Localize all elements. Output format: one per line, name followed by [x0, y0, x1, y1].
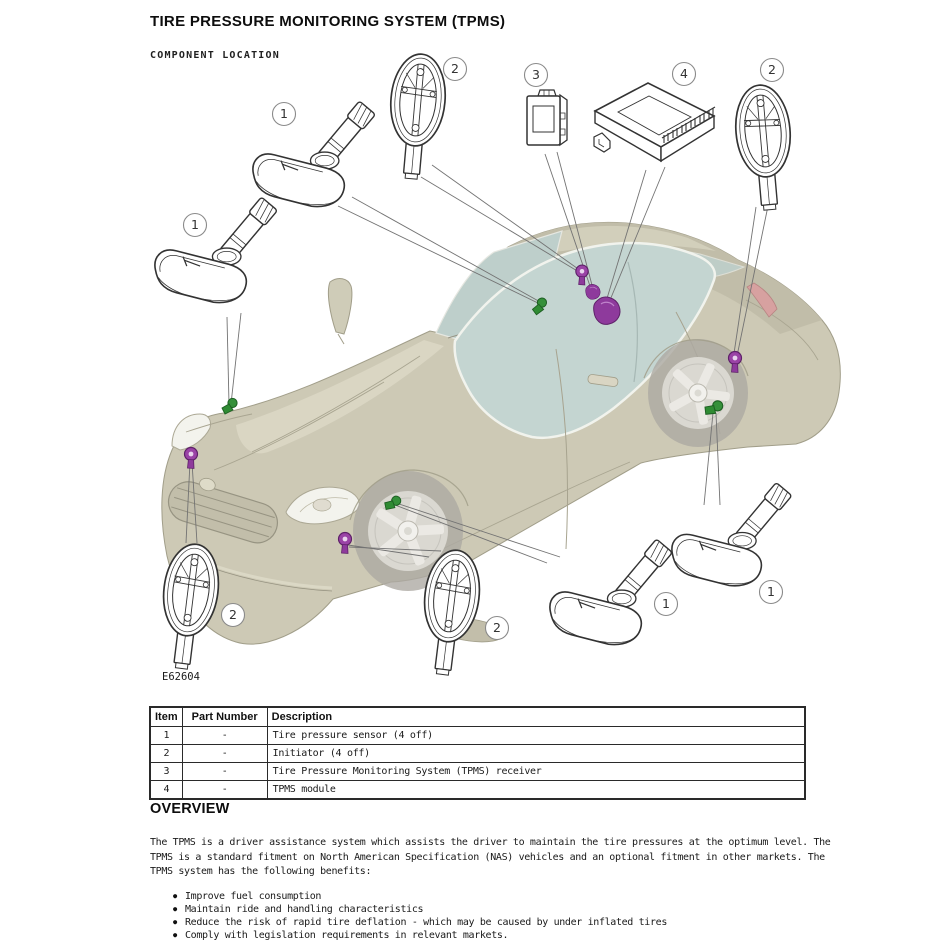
component-table: Item Part Number Description 1 - Tire pr…	[149, 706, 807, 800]
table-row: 3 - Tire Pressure Monitoring System (TPM…	[149, 762, 806, 781]
table-row: 4 - TPMS module	[149, 780, 806, 800]
col-header-part-number: Part Number	[181, 706, 268, 727]
svg-text:2: 2	[768, 62, 776, 77]
section-heading: COMPONENT LOCATION	[150, 50, 280, 61]
callout: 4	[671, 61, 697, 87]
svg-text:1: 1	[191, 217, 199, 232]
bullet-icon: ●	[173, 931, 177, 939]
component-location-diagram: 1 2 3 4 2 1 2	[153, 50, 841, 683]
cell-description: Tire Pressure Monitoring System (TPMS) r…	[266, 762, 806, 781]
cell-part-number: -	[181, 762, 268, 781]
tire-pressure-sensor-top	[252, 100, 377, 208]
col-header-description: Description	[266, 706, 806, 727]
list-item: ● Reduce the risk of rapid tire deflatio…	[173, 916, 667, 929]
table-row: 1 - Tire pressure sensor (4 off)	[149, 726, 806, 745]
door-mirror	[327, 278, 353, 335]
bullet-text: Comply with legislation requirements in …	[185, 930, 509, 941]
initiator-top	[383, 50, 450, 182]
table-header-row: Item Part Number Description	[149, 706, 806, 727]
callout: 2	[442, 56, 468, 82]
callout: 3	[523, 62, 549, 88]
svg-text:1: 1	[767, 584, 775, 599]
svg-text:2: 2	[493, 620, 501, 635]
svg-text:1: 1	[280, 106, 288, 121]
cell-item: 3	[149, 762, 183, 781]
paragraph-line: TPMS system has the following benefits:	[150, 866, 372, 878]
svg-text:2: 2	[451, 61, 459, 76]
col-header-item: Item	[149, 706, 183, 727]
list-item: ● Maintain ride and handling characteris…	[173, 903, 667, 916]
callout: 1	[271, 101, 297, 127]
svg-text:1: 1	[662, 596, 670, 611]
cell-description: Initiator (4 off)	[266, 744, 806, 763]
svg-text:3: 3	[532, 67, 540, 82]
receiver-marker	[585, 284, 601, 300]
callout: 1	[653, 591, 679, 617]
cell-item: 1	[149, 726, 183, 745]
grille	[167, 477, 278, 544]
side-window	[453, 241, 717, 440]
bullet-icon: ●	[173, 905, 177, 913]
initiator-bottom-left	[153, 540, 225, 673]
callout: 1	[758, 579, 784, 605]
leader-lines	[185, 151, 769, 564]
tire-pressure-sensor-left	[154, 196, 279, 304]
module-marker	[593, 296, 621, 325]
paragraph-line: TPMS is a standard fitment on North Amer…	[150, 851, 825, 863]
list-item: ● Comply with legislation requirements i…	[173, 929, 667, 942]
tpms-module	[593, 82, 716, 162]
benefits-list: ● Improve fuel consumption ● Maintain ri…	[173, 890, 667, 942]
figure-code: E62604	[162, 671, 200, 683]
bullet-icon: ●	[173, 892, 177, 900]
callout: 2	[759, 57, 785, 83]
callout: 1	[182, 212, 208, 238]
callout: 2	[220, 602, 246, 628]
callout: 2	[484, 615, 510, 641]
table-row: 2 - Initiator (4 off)	[149, 744, 806, 763]
cell-part-number: -	[181, 744, 268, 763]
vehicle-illustration	[161, 221, 841, 645]
tpms-receiver	[526, 89, 568, 146]
cell-part-number: -	[181, 780, 268, 800]
tire-pressure-sensor-bottom-right	[671, 481, 793, 587]
bullet-text: Maintain ride and handling characteristi…	[185, 904, 424, 915]
svg-text:4: 4	[680, 66, 688, 81]
bullet-icon: ●	[173, 918, 177, 926]
paragraph-line: The TPMS is a driver assistance system w…	[150, 837, 831, 848]
cell-item: 4	[149, 780, 183, 800]
page-title: TIRE PRESSURE MONITORING SYSTEM (TPMS)	[150, 13, 506, 30]
initiator-top-right	[731, 81, 798, 213]
cell-description: TPMS module	[266, 780, 806, 800]
bullet-text: Improve fuel consumption	[185, 891, 322, 902]
overview-heading: OVERVIEW	[150, 801, 230, 817]
overview-paragraph: The TPMS is a driver assistance system w…	[150, 836, 831, 880]
cell-item: 2	[149, 744, 183, 763]
list-item: ● Improve fuel consumption	[173, 890, 667, 903]
cell-part-number: -	[181, 726, 268, 745]
callouts: 1 2 3 4 2 1 2	[182, 56, 785, 641]
tire-pressure-sensor-bottom	[549, 538, 674, 646]
bullet-text: Reduce the risk of rapid tire deflation …	[185, 917, 667, 928]
cell-description: Tire pressure sensor (4 off)	[266, 726, 806, 745]
svg-text:2: 2	[229, 607, 237, 622]
